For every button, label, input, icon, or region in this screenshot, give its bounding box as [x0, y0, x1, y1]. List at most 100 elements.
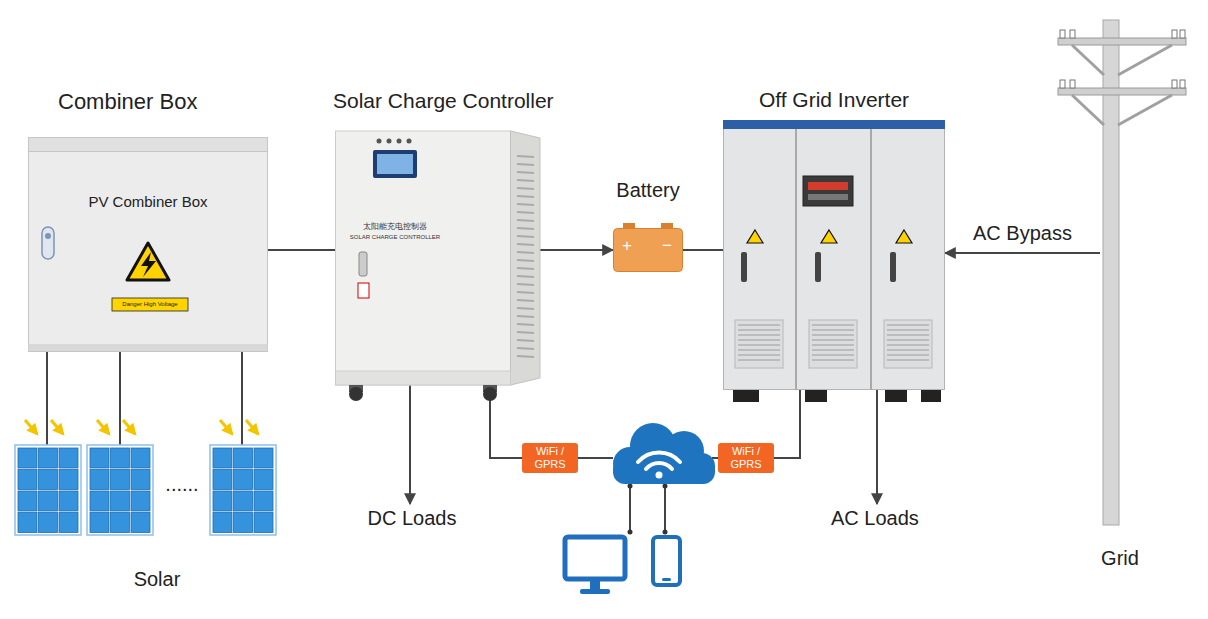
inverter-cabinet-drawing-part — [808, 182, 848, 190]
inverter-cabinet-drawing-part — [887, 324, 929, 326]
link-dots-part — [628, 484, 633, 489]
utility-pole-drawing-part — [1058, 88, 1186, 95]
charge-controller-cabinet-drawing-part — [517, 228, 534, 229]
charge-controller-cabinet-drawing-part — [387, 139, 392, 144]
inverter-cabinet-drawing-part — [887, 359, 929, 361]
solar-array-drawing-part — [111, 491, 130, 511]
charge-controller-cabinet-drawing-part — [517, 356, 534, 357]
connector-line — [409, 385, 411, 504]
charge-controller-cabinet-drawing-part — [517, 268, 534, 269]
solar-array-drawing-part — [254, 470, 273, 490]
inverter-cabinet-drawing-part — [805, 390, 827, 402]
link-dots-part — [628, 530, 633, 535]
solar-array-drawing-part — [18, 513, 37, 533]
wifi-symbol-part — [646, 463, 672, 469]
solar-array-drawing-part — [234, 448, 253, 468]
solar-array-drawing-part — [90, 448, 109, 468]
inverter-cabinet-drawing-part — [733, 390, 759, 402]
solar-array-drawing-part — [90, 470, 109, 490]
charge-controller-cabinet-drawing-part — [377, 154, 413, 174]
inverter-cabinet: Off Grid Inverter — [723, 120, 945, 390]
inverter-cabinet-drawing-part — [738, 334, 780, 336]
utility-pole-drawing-part — [1070, 80, 1075, 88]
utility-pole-drawing-part — [1072, 45, 1104, 75]
connector-line — [683, 249, 723, 251]
utility-pole-drawing-part — [1172, 30, 1177, 38]
solar-array-drawing-part — [213, 470, 232, 490]
inverter-cabinet-drawing-part — [812, 334, 854, 336]
inverter-cabinet-drawing-part — [723, 120, 945, 129]
inverter-cabinet-drawing-part — [812, 329, 854, 331]
charge-controller-cabinet: Solar Charge Controller太阳能充电控制器SOLAR CHA… — [335, 128, 540, 385]
charge-controller-cabinet-drawing-part — [517, 244, 534, 245]
inverter-cabinet-drawing-part — [738, 329, 780, 331]
inverter-cabinet-drawing-part — [812, 324, 854, 326]
charge-controller-cabinet-drawing-part — [511, 131, 541, 385]
charge-controller-cabinet-drawing-part — [517, 204, 534, 205]
charge-controller-cabinet-drawing-part — [517, 340, 534, 341]
inverter-cabinet-drawing-part — [795, 129, 797, 390]
solar-array-drawing-part — [131, 448, 150, 468]
combiner-box-drawing-part — [127, 243, 169, 280]
terminal-sign: + — [619, 236, 635, 256]
solar-array-drawing-part — [213, 491, 232, 511]
charge-controller-cabinet-drawing-part — [336, 371, 511, 385]
charge-controller-cabinet-drawing-part — [517, 332, 534, 333]
charge-controller-cabinet-drawing-part — [517, 220, 534, 221]
combiner-box-drawing — [28, 137, 268, 352]
charge-controller-cabinet-drawing-part — [358, 283, 369, 298]
combiner-box-drawing-part — [29, 138, 268, 352]
solar-array: Solar — [15, 445, 277, 595]
load-node: AC Loads — [825, 504, 925, 532]
cloud-links — [578, 458, 718, 532]
charge-controller-cabinet-drawing-part — [517, 292, 534, 293]
part-heading: Solar Charge Controller — [333, 88, 554, 113]
computer-icon-part — [590, 580, 600, 589]
inverter-cabinet-drawing-part — [885, 390, 907, 402]
solar-array-drawing-part — [131, 470, 150, 490]
charge-controller-cabinet-drawing-part — [349, 387, 363, 401]
charge-controller-cabinet-drawing-part — [517, 324, 534, 325]
sun-rays-part — [25, 420, 37, 434]
cabinet-label: SOLAR CHARGE CONTROLLER — [335, 234, 455, 241]
solar-array-drawing-part — [90, 491, 109, 511]
charge-controller-cabinet-drawing-part — [517, 252, 534, 253]
charge-controller-cabinet-drawing-part — [517, 156, 534, 157]
inverter-cabinet-drawing-part — [738, 354, 780, 356]
charge-controller-cabinet-drawing-part — [517, 212, 534, 213]
wifi-symbol-part — [638, 453, 680, 462]
charge-controller-cabinet-drawing-part — [517, 300, 534, 301]
charge-controller-cabinet-drawing-part — [517, 308, 534, 309]
utility-pole-drawing-part — [1172, 80, 1177, 88]
inverter-cabinet-drawing-part — [890, 252, 896, 282]
solar-array-drawing-part — [111, 448, 130, 468]
warning-label: Danger High Voltage — [112, 298, 188, 311]
inverter-cabinet-drawing-part — [812, 354, 854, 356]
load-node: DC Loads — [362, 504, 463, 532]
utility-pole-drawing-part — [1070, 30, 1075, 38]
combiner-box-drawing-part — [42, 227, 54, 259]
wifi-symbol — [638, 453, 680, 469]
sun-rays-part — [246, 420, 258, 434]
inverter-cabinet-drawing-part — [921, 390, 941, 402]
solar-array-drawing-part — [18, 491, 37, 511]
utility-pole-drawing — [1100, 20, 1122, 525]
inverter-cabinet-drawing-part — [887, 354, 929, 356]
inverter-cabinet-drawing-part — [809, 320, 857, 368]
charge-controller-cabinet-drawing-part — [517, 196, 534, 197]
phone-icon — [653, 537, 680, 585]
charge-controller-cabinet-drawing-part — [407, 139, 412, 144]
inverter-cabinet-drawing-part — [803, 176, 853, 206]
part-heading: Grid — [1088, 546, 1152, 570]
solar-array-drawing-part — [210, 445, 276, 535]
charge-controller-cabinet-drawing-part — [517, 188, 534, 189]
link-dots — [628, 484, 668, 535]
solar-array-drawing-part — [254, 448, 273, 468]
inverter-cabinet-drawing-part — [884, 320, 932, 368]
charge-controller-cabinet-drawing-part — [377, 139, 382, 144]
inverter-cabinet-drawing-part — [812, 349, 854, 351]
part-heading: Off Grid Inverter — [703, 87, 965, 112]
inverter-cabinet-drawing-part — [738, 349, 780, 351]
badge-label: WiFi / GPRS — [524, 445, 576, 470]
